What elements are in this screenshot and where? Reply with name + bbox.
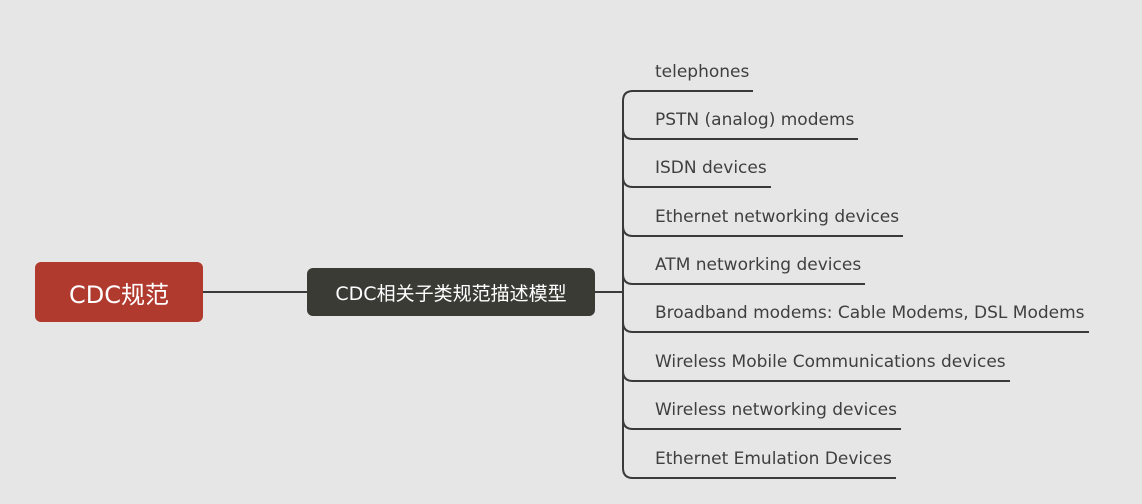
subtopic-atm-networking[interactable]: ATM networking devices bbox=[655, 255, 862, 275]
root-topic-node[interactable]: CDC规范 bbox=[35, 262, 203, 322]
subtopic-isdn-devices[interactable]: ISDN devices bbox=[655, 158, 767, 178]
branch-connector bbox=[622, 90, 753, 102]
subtopic-wireless-mobile[interactable]: Wireless Mobile Communications devices bbox=[655, 352, 1006, 372]
branch-connector bbox=[622, 273, 865, 285]
branch-connector bbox=[622, 418, 901, 430]
branch-connector bbox=[622, 370, 1010, 382]
subtopic-pstn-modems[interactable]: PSTN (analog) modems bbox=[655, 110, 855, 130]
branch-connector bbox=[622, 467, 896, 479]
subtopic-wireless-networking[interactable]: Wireless networking devices bbox=[655, 400, 897, 420]
branch-lines bbox=[595, 90, 1089, 479]
subtopic-ethernet-emulation[interactable]: Ethernet Emulation Devices bbox=[655, 449, 892, 469]
subtopic-broadband-modems[interactable]: Broadband modems: Cable Modems, DSL Mode… bbox=[655, 303, 1085, 323]
branch-connector bbox=[622, 128, 858, 140]
branch-connector bbox=[622, 321, 1089, 333]
subtopic-telephones[interactable]: telephones bbox=[655, 62, 750, 82]
main-topic-node[interactable]: CDC相关子类规范描述模型 bbox=[307, 268, 595, 316]
branch-connector bbox=[622, 176, 771, 188]
branch-connector bbox=[622, 225, 903, 237]
subtopic-ethernet-networking[interactable]: Ethernet networking devices bbox=[655, 207, 900, 227]
